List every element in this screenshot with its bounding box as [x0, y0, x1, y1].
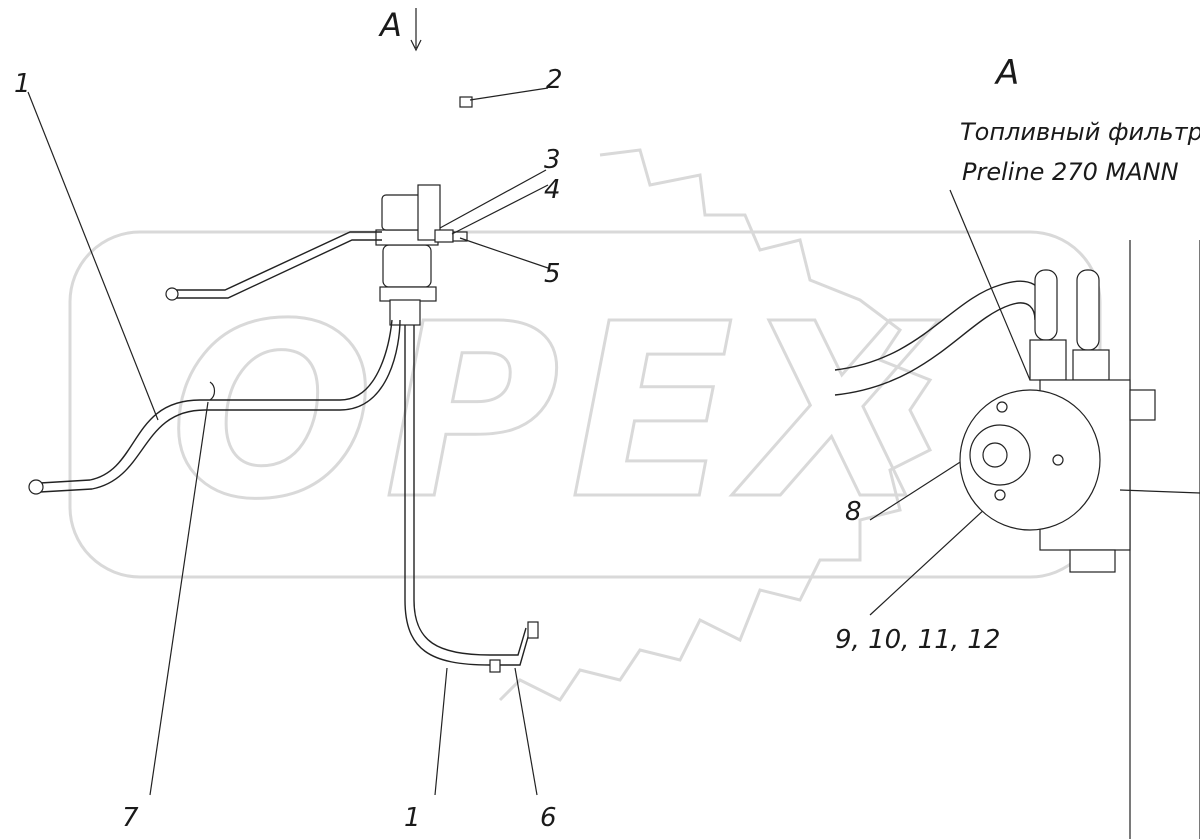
fitting-5 [452, 231, 468, 242]
detail-axis-line [1119, 489, 1200, 494]
detail-bolt-right [1052, 454, 1064, 466]
filter-pump [381, 194, 423, 231]
part-labels: 1 2 3 4 5 7 1 6 8 9, 10, 11, 12 [14, 65, 1000, 833]
label-5: 5 [544, 259, 561, 289]
label-7: 7 [122, 803, 139, 833]
fuel-filter-assembly [375, 184, 468, 326]
detail-hose-end-left [1034, 269, 1058, 341]
detail-fitting-left [1029, 339, 1067, 381]
label-3: 3 [544, 145, 561, 175]
caption-line-2: Preline 270 MANN [962, 158, 1179, 186]
watermark-logo: OPEX [68, 148, 1102, 702]
part-7-clamp [209, 381, 216, 401]
detail-view-a [834, 240, 1200, 839]
pipe-1-left-b [39, 319, 401, 493]
fitting-4 [434, 229, 454, 243]
pipe-upper-left-a [175, 231, 382, 291]
detail-drain [1069, 549, 1116, 573]
pipe-eye-upper [165, 287, 179, 301]
pipe-1-bottom-b [413, 325, 527, 656]
part-6-fitting [489, 659, 501, 673]
detail-fitting-right [1072, 349, 1110, 381]
pipe-eye-left [28, 479, 44, 495]
detail-hose-b [834, 302, 1036, 396]
label-6: 6 [540, 803, 557, 833]
filter-bracket [417, 184, 441, 241]
filter-drain [389, 299, 421, 326]
view-marker: А [378, 6, 422, 52]
view-arrow-head [410, 39, 422, 52]
filter-base [379, 286, 437, 302]
part-2-cap [459, 96, 473, 108]
detail-bolt-bottom [994, 489, 1006, 501]
detail-bolt-top [996, 401, 1008, 413]
watermark-text: OPEX [170, 272, 939, 552]
fuel-pipes [28, 231, 539, 673]
filter-bowl [382, 244, 432, 288]
detail-cap-inner [982, 442, 1008, 468]
view-title: А [994, 53, 1019, 93]
view-marker-label: А [378, 6, 402, 44]
pipe-upper-left-b [175, 239, 382, 299]
caption-line-1: Топливный фильтр [960, 118, 1200, 146]
label-8: 8 [845, 497, 862, 527]
label-9-12: 9, 10, 11, 12 [835, 625, 1000, 655]
detail-hose-end-right [1076, 269, 1100, 351]
label-4: 4 [544, 175, 561, 205]
detail-mount-bolt [1129, 389, 1156, 421]
pipe-1-left-a [39, 319, 393, 484]
label-1-bottom: 1 [404, 803, 421, 833]
pipe-end-fitting [527, 621, 539, 639]
label-2: 2 [546, 65, 563, 95]
label-1-top: 1 [14, 69, 31, 99]
